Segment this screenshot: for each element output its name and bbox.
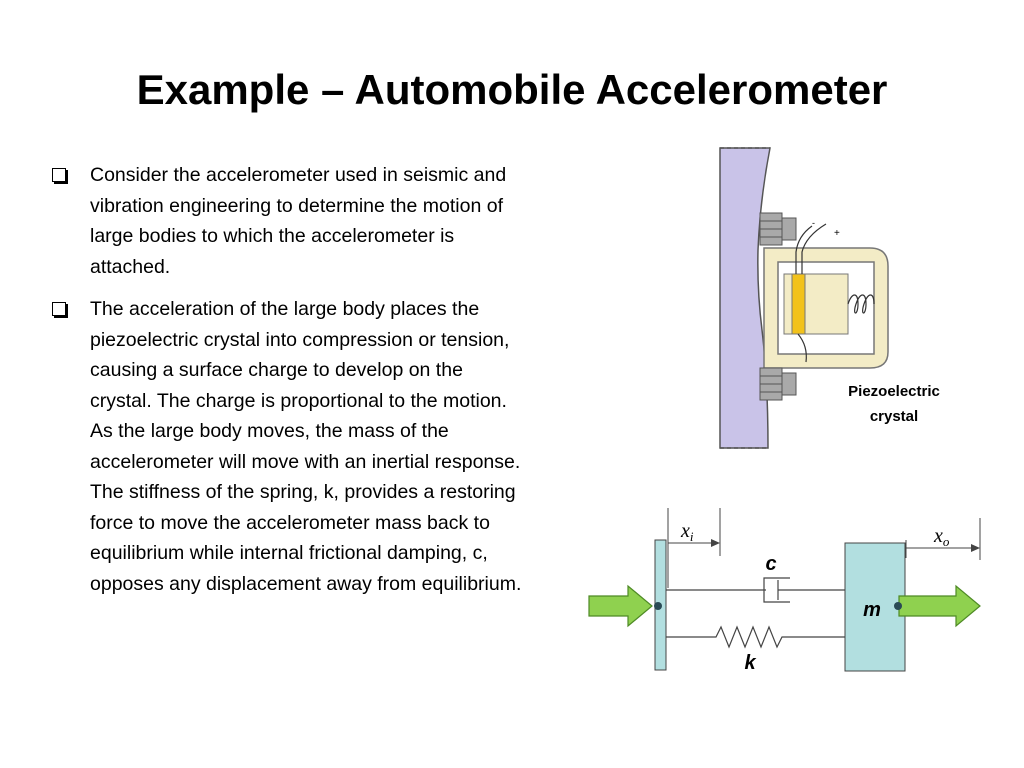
input-attach-dot bbox=[654, 602, 662, 610]
bullet-item: The acceleration of the large body place… bbox=[50, 294, 530, 599]
housing-spring bbox=[847, 294, 875, 314]
xi-label: xi bbox=[680, 520, 694, 544]
bullet-item: Consider the accelerometer used in seism… bbox=[50, 160, 530, 282]
bullet-text: The acceleration of the large body place… bbox=[90, 298, 522, 595]
top-bolt bbox=[759, 212, 797, 246]
xo-label: xo bbox=[933, 525, 950, 549]
spring-label: k bbox=[744, 652, 756, 674]
crystal-label: crystal bbox=[870, 408, 918, 425]
plus-sign: + bbox=[834, 228, 840, 239]
lead-wire bbox=[801, 223, 827, 274]
crystal-leader-line bbox=[797, 333, 807, 363]
damper bbox=[666, 577, 845, 603]
lead-wire bbox=[795, 225, 813, 274]
checkbox-bullet-icon bbox=[52, 168, 66, 182]
bullet-text: Consider the accelerometer used in seism… bbox=[90, 164, 507, 278]
minus-sign: - bbox=[812, 218, 815, 228]
bullet-list: Consider the accelerometer used in seism… bbox=[50, 160, 530, 611]
crystal-label: Piezoelectric bbox=[848, 383, 940, 400]
input-force-arrow bbox=[588, 584, 653, 628]
mass-label: m bbox=[863, 599, 881, 621]
large-body bbox=[719, 147, 771, 449]
damper-label: c bbox=[765, 553, 776, 575]
seismic-mass bbox=[804, 273, 849, 335]
output-arrow bbox=[898, 584, 981, 628]
checkbox-bullet-icon bbox=[52, 302, 66, 316]
slide-title: Example – Automobile Accelerometer bbox=[136, 66, 888, 113]
bottom-bolt bbox=[759, 367, 797, 401]
spring bbox=[666, 625, 845, 649]
mass-attach-dot bbox=[894, 602, 902, 610]
